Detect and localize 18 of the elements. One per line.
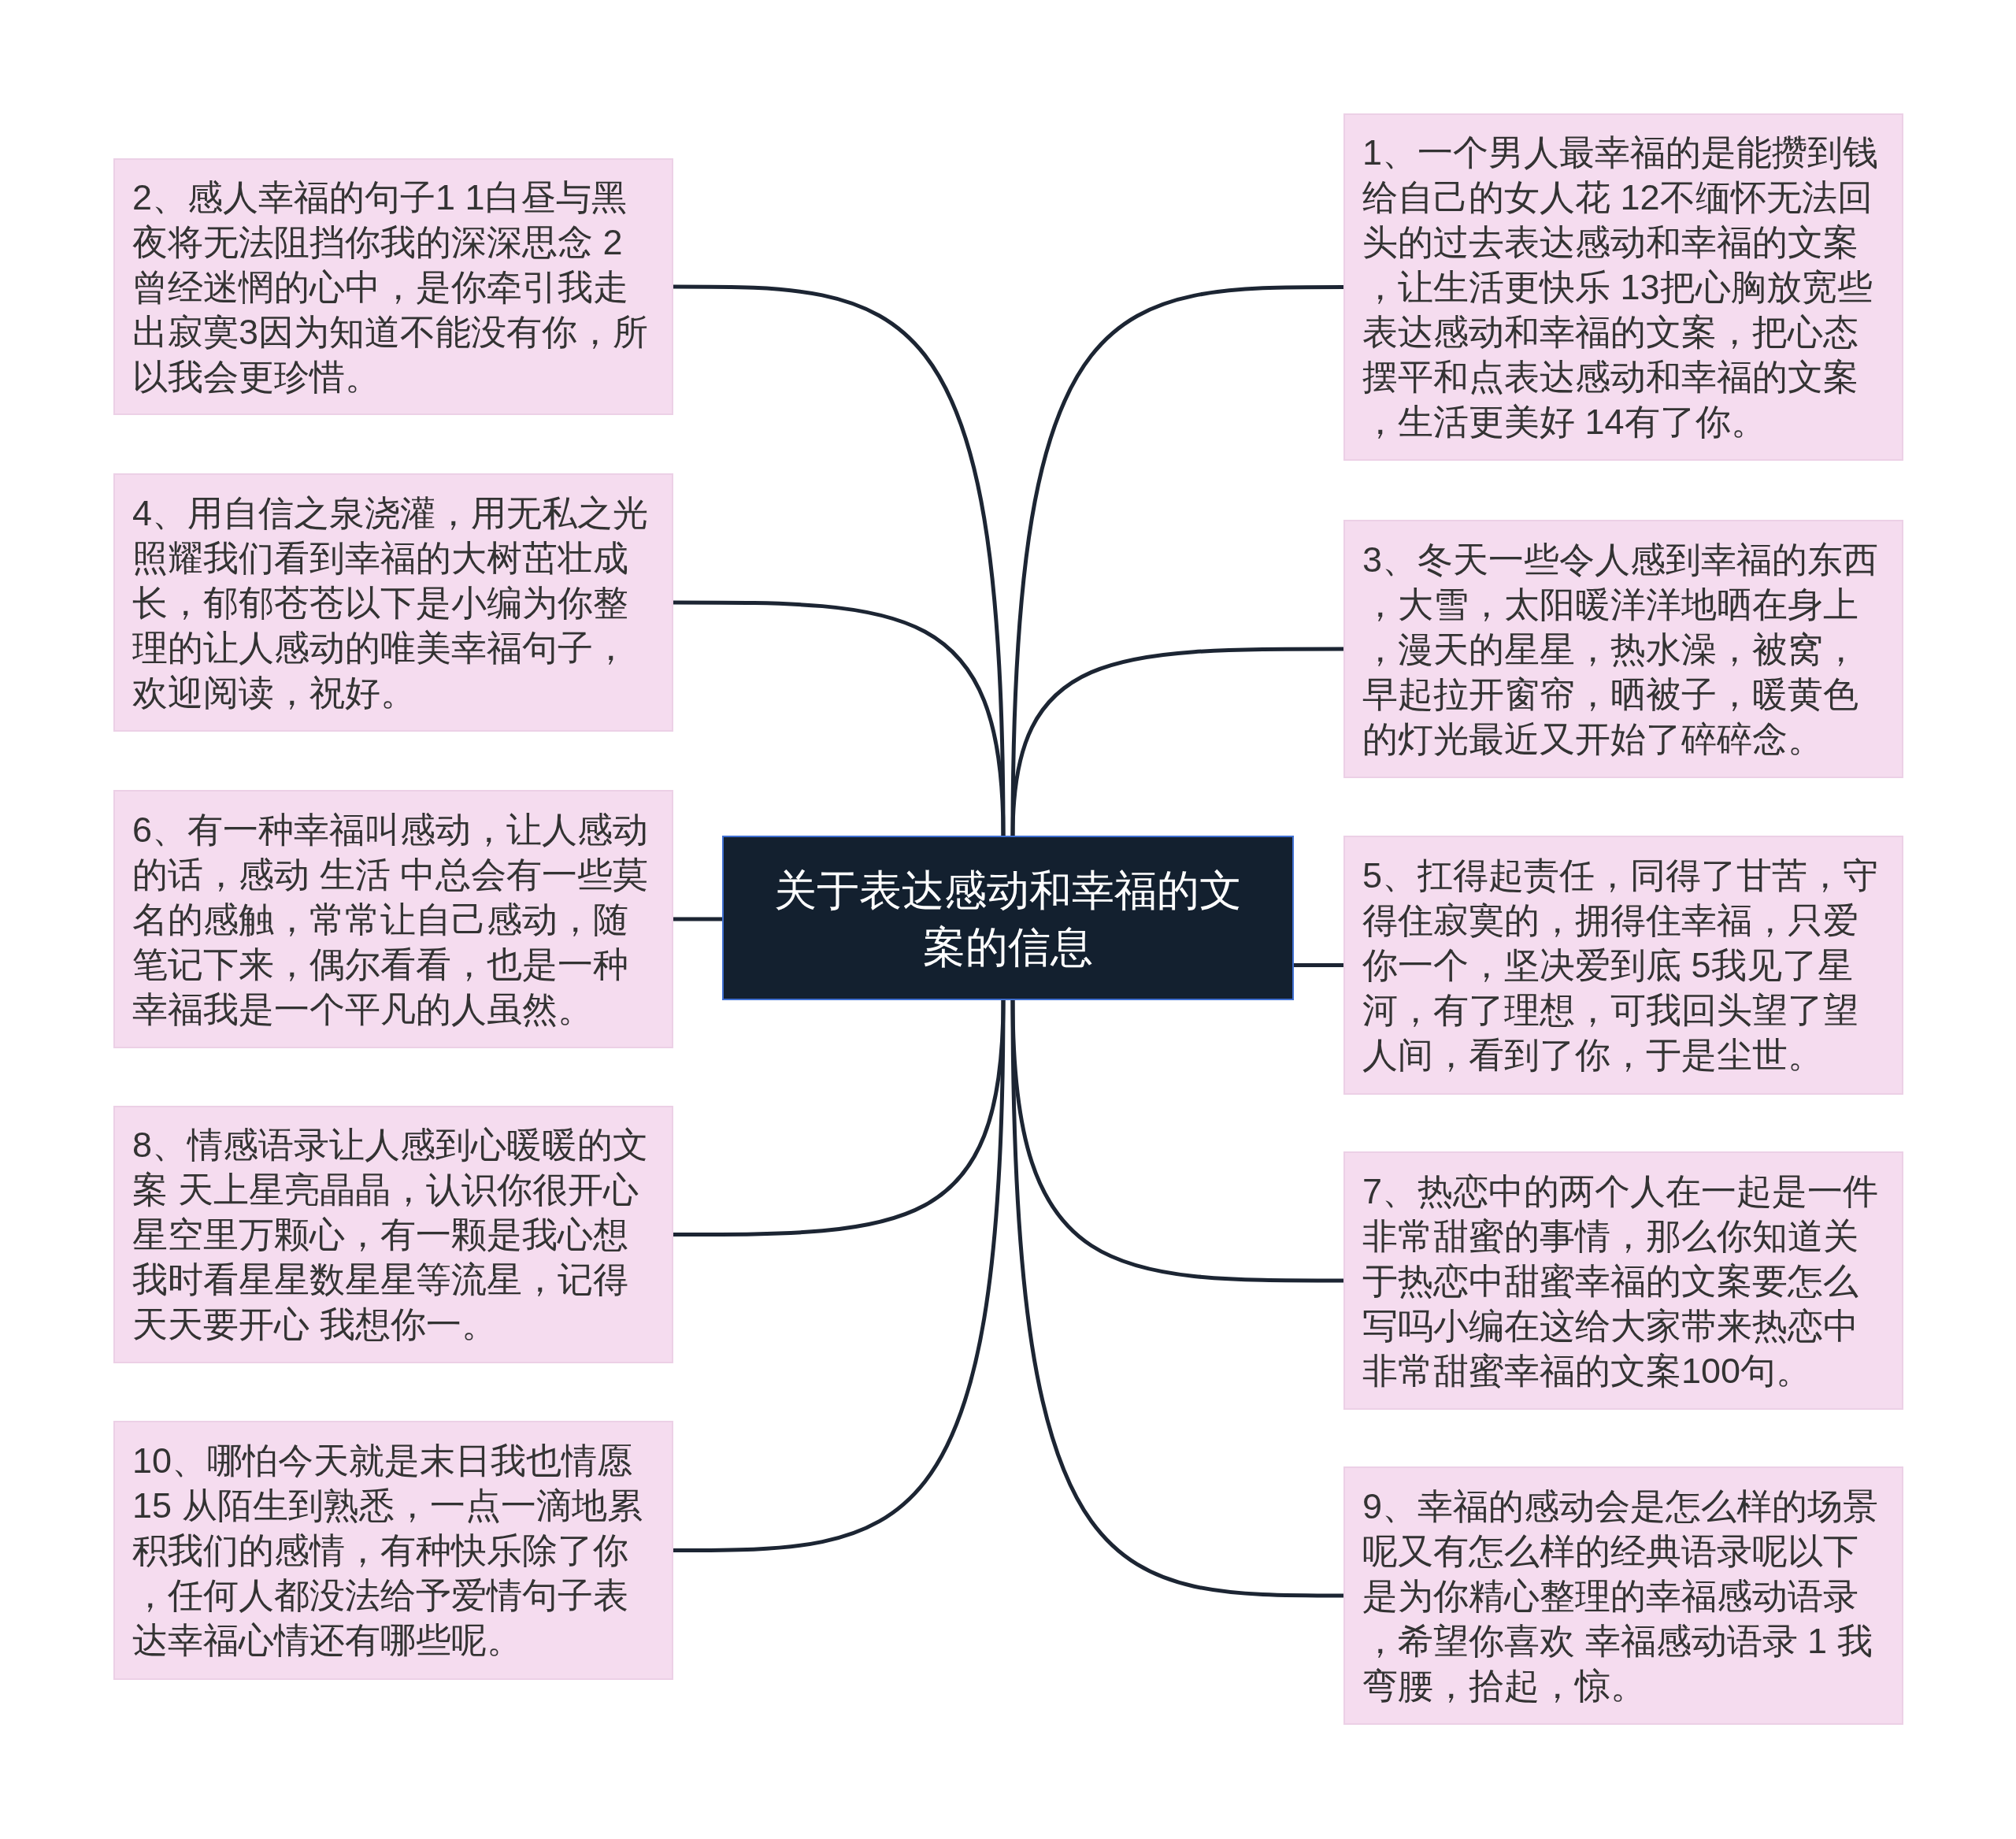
connector-line: [1294, 963, 1343, 967]
text-box: 6、有一种幸福叫感动，让人感动的话，感动 生活 中总会有一些莫名的感触，常常让自己感动，随笔记下来，偶尔看看，也是一种幸福我是一个平凡的人虽然。: [113, 790, 673, 1048]
text-box: 9、幸福的感动会是怎么样的场景呢又有怎么样的经典语录呢以下是为你精心整理的幸福感动语录，希望你喜欢 幸福感动语录 1 我弯腰，拾起，惊。: [1343, 1466, 1903, 1725]
text-box: 1、一个男人最幸福的是能攒到钱给自己的女人花 12不缅怀无法回头的过去表达感动和幸福的文案，让生活更快乐 13把心胸放宽些表达感动和幸福的文案，把心态摆平和点表达感动和幸福的文案，生活更美好 14有了你。: [1343, 113, 1903, 461]
connector-line: [673, 999, 1006, 1552]
text-box: 2、感人幸福的句子1 1白昼与黑夜将无法阻挡你我的深深思念 2曾经迷惘的心中，是你牵引我走出寂寞3因为知道不能没有你，所以我会更珍惜。: [113, 158, 673, 415]
text-box: 8、情感语录让人感到心暖暖的文案 天上星亮晶晶，认识你很开心星空里万颗心，有一颗是我心想我时看星星数星星等流星，记得天天要开心 我想你一。: [113, 1106, 673, 1363]
connector-line: [673, 600, 1006, 836]
text-box: 10、哪怕今天就是末日我也情愿 15 从陌生到熟悉，一点一滴地累积我们的感情，有种快乐除了你，任何人都没法给予爱情句子表达幸福心情还有哪些呢。: [113, 1421, 673, 1680]
text-box: 5、扛得起责任，同得了甘苦，守得住寂寞的，拥得住幸福，只爱你一个，坚决爱到底 5我见了星河，有了理想，可我回头望了望人间，看到了你，于是尘世。: [1343, 836, 1903, 1095]
text-box: 3、冬天一些令人感到幸福的东西，大雪，太阳暖洋洋地晒在身上，漫天的星星，热水澡，被窝，早起拉开窗帘，晒被子，暖黄色的灯光最近又开始了碎碎念。: [1343, 520, 1903, 778]
connector-line: [1010, 647, 1343, 836]
text-box: 7、热恋中的两个人在一起是一件非常甜蜜的事情，那么你知道关于热恋中甜蜜幸福的文案要怎么写吗小编在这给大家带来热恋中非常甜蜜幸福的文案100句。: [1343, 1151, 1903, 1410]
connector-line: [673, 917, 722, 921]
topic-box: 关于表达感动和幸福的文案的信息: [722, 836, 1294, 1000]
connector-line: [1010, 285, 1343, 836]
text-box: 4、用自信之泉浇灌，用无私之光照耀我们看到幸福的大树茁壮成长，郁郁苍苍以下是小编为你整理的让人感动的唯美幸福句子，欢迎阅读，祝好。: [113, 473, 673, 732]
connector-line: [1010, 999, 1343, 1598]
